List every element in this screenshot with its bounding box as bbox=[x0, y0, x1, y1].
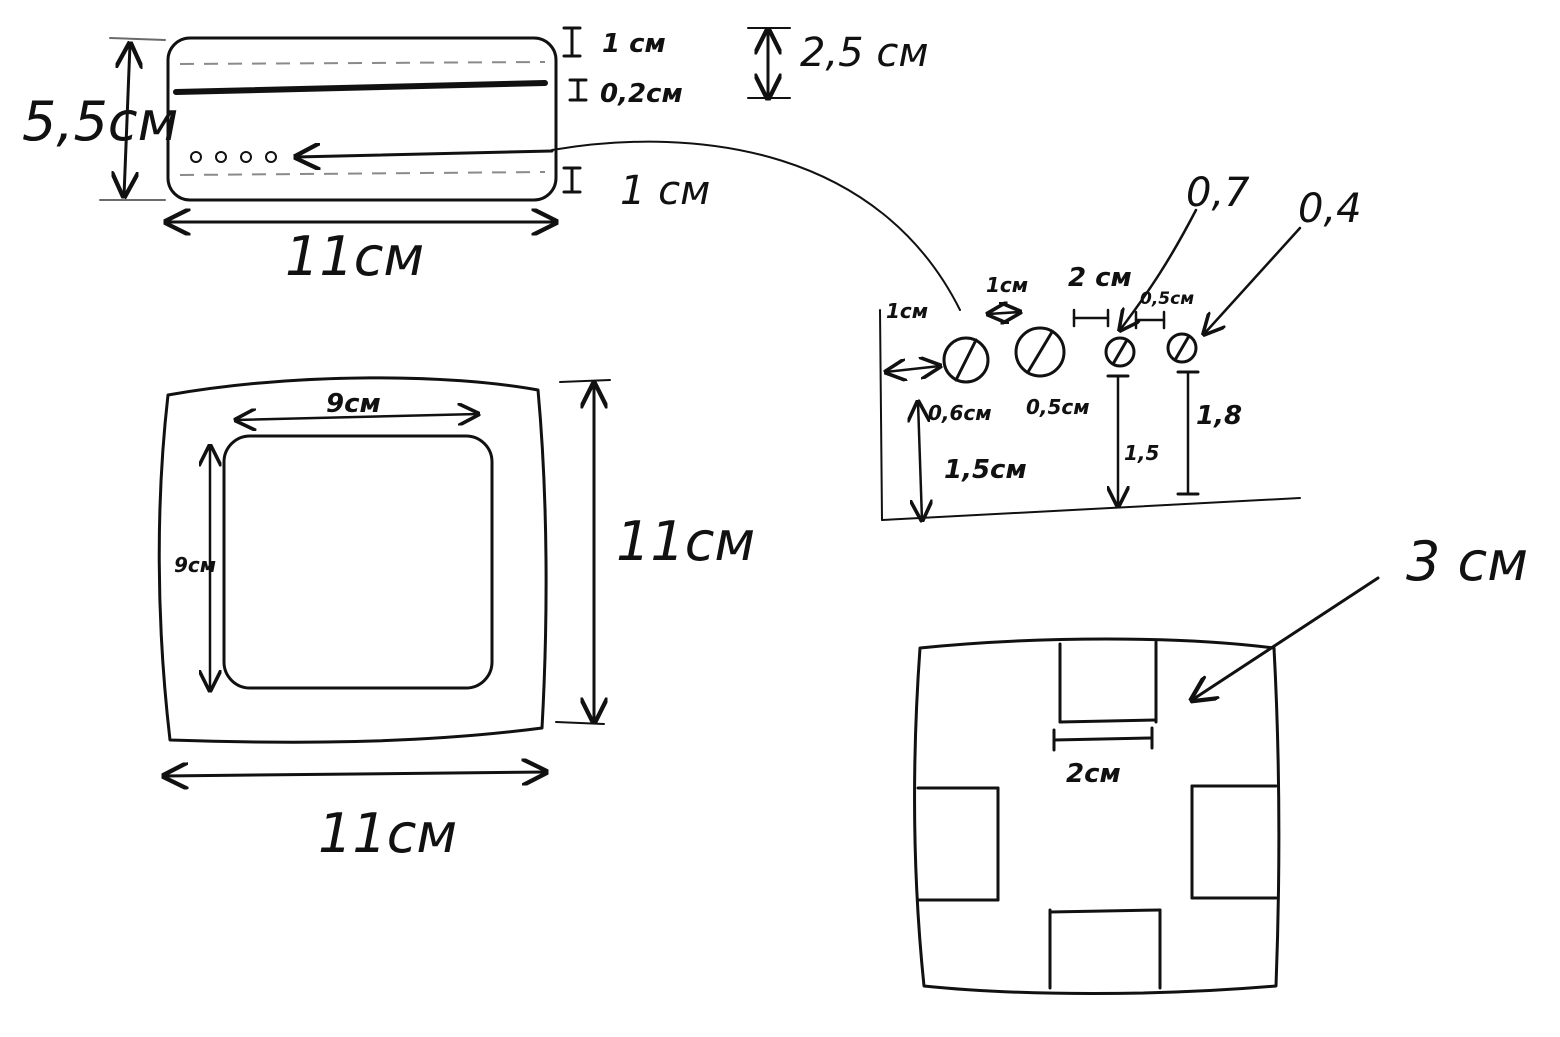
detail-leader-curve bbox=[551, 140, 961, 311]
upper-margin-label: 1 см bbox=[602, 29, 666, 59]
hole-4 bbox=[265, 151, 277, 163]
detail-gap-b-label: 2 см bbox=[1068, 263, 1132, 293]
frame-outline bbox=[157, 376, 548, 744]
slot-width-label: 0,2см bbox=[600, 79, 683, 109]
hole-1 bbox=[190, 151, 202, 163]
detail-height-1-label: 1,5см bbox=[944, 455, 1027, 485]
hole-detail-sketch: 1см 1см 2 см 0,5см 0,7 0,4 0,6см 0,5см 1… bbox=[879, 170, 1362, 521]
holes-pointer-arrow bbox=[296, 151, 554, 157]
detail-left-edge bbox=[879, 309, 883, 521]
detail-gap-a-label: 1см bbox=[986, 273, 1028, 297]
slot-line bbox=[173, 80, 548, 95]
detail-small-a-label: 0,7 bbox=[1186, 170, 1250, 216]
frame-window bbox=[222, 434, 494, 690]
detail-d2-label: 0,5см bbox=[1026, 395, 1090, 419]
detail-hole-2 bbox=[1014, 326, 1066, 378]
tab-width-dimension bbox=[1052, 736, 1154, 742]
detail-hole-3 bbox=[1104, 336, 1136, 368]
inner-height-label: 9см bbox=[174, 553, 216, 577]
detail-hole-4 bbox=[1166, 332, 1198, 364]
detail-bottom-edge bbox=[881, 497, 1301, 521]
tab-depth-pointer bbox=[1192, 576, 1380, 700]
detail-side-label: 1см bbox=[886, 299, 928, 323]
inner-width-label: 9см bbox=[326, 389, 381, 419]
height-label: 5,5см bbox=[22, 90, 178, 153]
height-dimension bbox=[124, 44, 130, 196]
inner-width-dimension bbox=[236, 414, 478, 420]
base-plate-outline bbox=[912, 637, 1281, 995]
upper-margin-line bbox=[179, 61, 546, 65]
frame-sketch: 9см 9см 11см 11см bbox=[157, 376, 755, 865]
lower-margin-line bbox=[179, 171, 546, 176]
width-label: 11см bbox=[285, 225, 424, 288]
upper-total-label: 2,5 см bbox=[800, 30, 929, 76]
outer-height-label: 11см bbox=[616, 510, 755, 573]
hole-2 bbox=[215, 151, 227, 163]
detail-d1-label: 0,6см bbox=[928, 401, 992, 425]
tab-width-label: 2см bbox=[1066, 759, 1121, 789]
base-plate-sketch: 2см 3 см bbox=[912, 530, 1528, 995]
tab-depth-label: 3 см bbox=[1406, 530, 1528, 593]
detail-height-2-label: 1,5 bbox=[1124, 441, 1159, 465]
tab-bottom bbox=[1048, 908, 1162, 914]
detail-hole-1 bbox=[942, 336, 990, 384]
lower-margin-label: 1 см bbox=[620, 168, 710, 214]
hole-3 bbox=[240, 151, 252, 163]
detail-gap-c-label: 0,5см bbox=[1140, 289, 1194, 309]
detail-small-b-label: 0,4 bbox=[1298, 186, 1362, 232]
detail-side-dimension bbox=[886, 366, 940, 372]
detail-height-3-label: 1,8 bbox=[1196, 401, 1242, 431]
outer-width-dimension bbox=[164, 772, 546, 776]
outer-width-label: 11см bbox=[318, 802, 457, 865]
tab-top bbox=[1058, 718, 1158, 724]
front-panel-outline bbox=[166, 36, 558, 202]
front-panel-sketch: 5,5см 11см 1 см 0,2см 2,5 см 1 см bbox=[22, 26, 961, 311]
